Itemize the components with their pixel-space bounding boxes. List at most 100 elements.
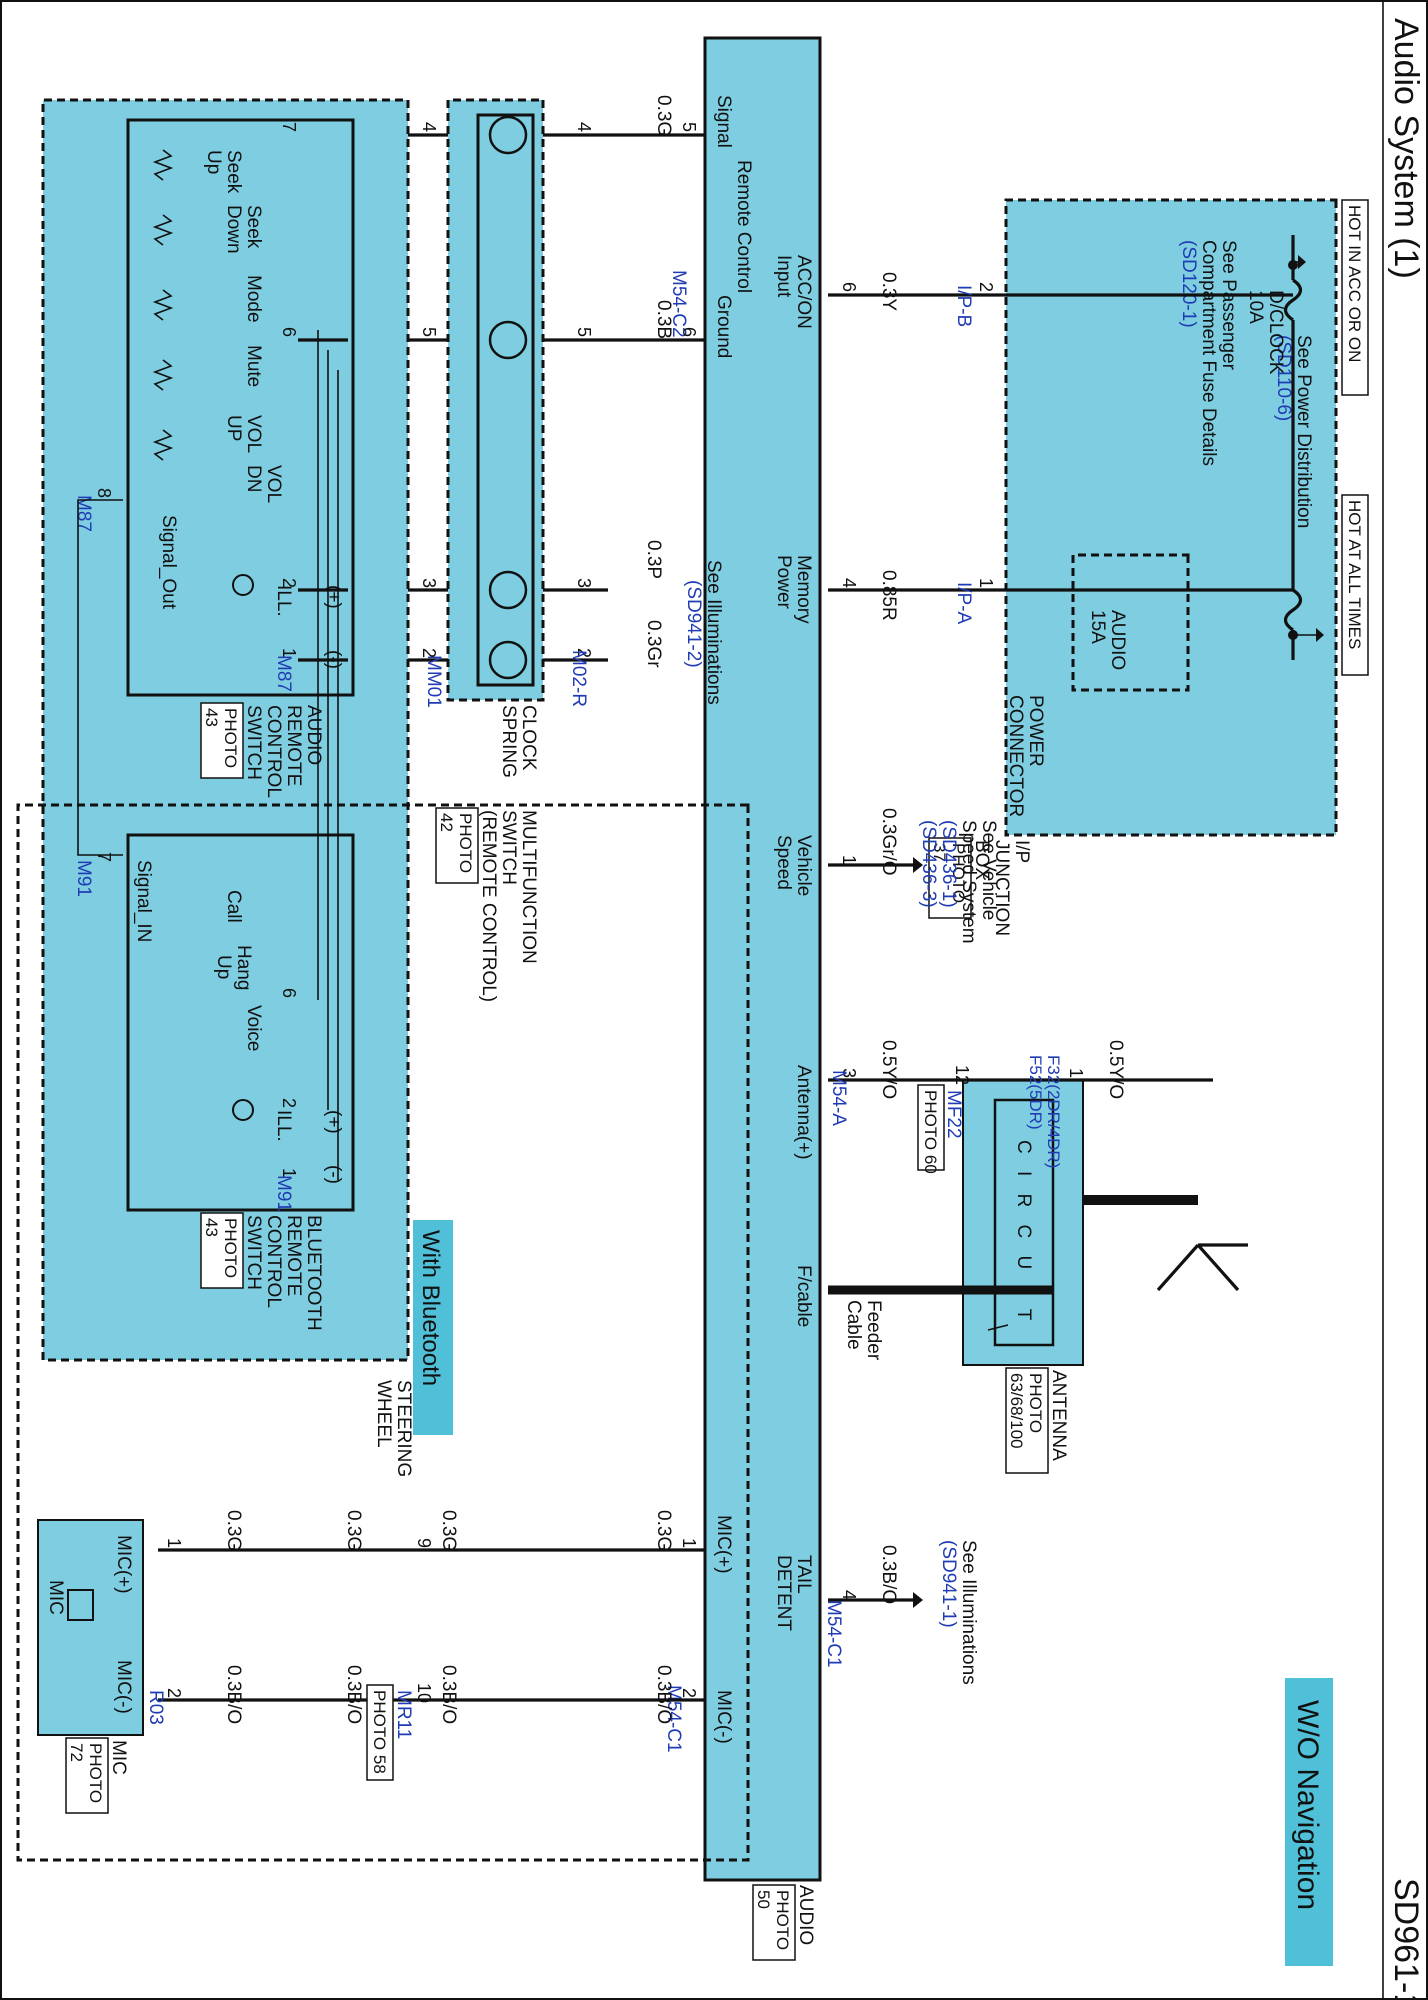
mf-photo-2: 42	[437, 813, 456, 832]
mic-name: MIC	[108, 1740, 129, 1775]
ant-pin-audio: 3	[839, 1068, 859, 1078]
clock-spring-coil-4	[488, 640, 528, 680]
mf22-photo: PHOTO 60	[921, 1090, 940, 1174]
btn-seek-up-1: Seek	[223, 150, 244, 194]
mic-pin-1: 1	[164, 1538, 184, 1548]
audio-tail-2: DETENT	[773, 1555, 794, 1631]
mem-pin-left: 1	[976, 578, 996, 588]
mic-bo-color-2: 0.3B/O	[438, 1665, 459, 1724]
conn-m54c1: M54-C1	[823, 1600, 844, 1668]
bluetooth-badge-label: With Bluetooth	[417, 1230, 444, 1386]
btn-mute: Mute	[243, 345, 264, 387]
ground-color: 0.3B	[653, 300, 674, 339]
audio-photo-1: PHOTO	[773, 1890, 792, 1950]
audio-acc-1: ACC/ON	[793, 255, 814, 329]
antenna-conn-1: F32(2DR/4DR)	[1044, 1055, 1063, 1168]
audio-micp: MIC(+)	[713, 1515, 734, 1574]
ars-pin-7: 7	[279, 122, 299, 132]
mic-audio-pin-1: 1	[679, 1538, 699, 1548]
steering-wheel-2: WHEEL	[373, 1380, 394, 1448]
ip-junction-name-3: BOX	[971, 840, 992, 880]
bt-name-3: CONTROL	[263, 1215, 284, 1308]
audio-unit	[703, 36, 822, 1882]
ip-junction-photo-1: PHOTO	[949, 843, 968, 903]
clock-spring-coil-1	[488, 115, 528, 155]
mf22-conn: MF22	[943, 1090, 964, 1139]
audio-fcable: F/cable	[793, 1265, 814, 1327]
bt-btn-up: Up	[213, 955, 234, 979]
bt-btn-hang: Hang	[233, 945, 254, 990]
ant-color-right: 0.5Y/O	[878, 1040, 899, 1099]
illum-gr-pin: 2	[574, 648, 594, 658]
mfs-pin-2: 5	[419, 327, 439, 337]
ars-pin-1: 1	[279, 648, 299, 658]
ant-pin-ant: 1	[1066, 1068, 1086, 1078]
audio-vs-1: Vehicle	[793, 835, 814, 896]
audio-remote-ill-icon	[232, 574, 254, 596]
vs-ref-1: See Vehicle	[978, 820, 999, 920]
mic-box	[37, 1519, 144, 1736]
vs-pin: 1	[839, 855, 859, 865]
btn-seek-up-2: Up	[203, 150, 224, 174]
ip-junction-box	[1004, 198, 1338, 837]
mr11-photo: PHOTO 58	[370, 1690, 389, 1774]
steering-wheel-1: STEERING	[393, 1380, 414, 1477]
power-dist-ref: See Power Distribution	[1293, 335, 1314, 528]
btn-vol-dn-2: DN	[243, 465, 264, 492]
bt-photo-1: PHOTO	[221, 1218, 240, 1278]
mic-bo-color-1: 0.3B/O	[653, 1665, 674, 1724]
audio-tail-1: TAIL	[793, 1555, 814, 1594]
btn-vol-up-1: VOL	[243, 415, 264, 453]
ars-pin-8: 8	[94, 488, 114, 498]
mic-inner-label: MIC	[45, 1580, 66, 1615]
tail-color: 0.3B/O	[878, 1545, 899, 1604]
fuse-dclock-symbol	[1283, 278, 1303, 322]
bt-btn-voice: Voice	[243, 1005, 264, 1051]
mfs-pin-3: 3	[419, 578, 439, 588]
bt-conn-2: M91	[273, 1175, 294, 1212]
antenna-icon	[1156, 1243, 1248, 1292]
conn-mm01: MM01	[423, 655, 444, 708]
mf-switch-1: MULTIFUNCTION	[518, 810, 539, 964]
mic-element-icon	[67, 1589, 94, 1621]
conn-m54c1-mic: M54-C1	[663, 1685, 684, 1753]
mic-conn: R03	[145, 1690, 166, 1725]
mic-g-color-4: 0.3G	[223, 1510, 244, 1551]
bluetooth-badge	[413, 1220, 453, 1435]
ars-photo-2: 43	[202, 708, 221, 727]
bt-plus: (+)	[323, 1110, 344, 1134]
bt-minus: (-)	[323, 1165, 344, 1184]
conn-ipb: I/P-B	[953, 285, 974, 327]
mic-photo-2: 72	[67, 1743, 86, 1762]
audio-photo-2: 50	[754, 1890, 773, 1909]
mic-g-color-2: 0.3G	[438, 1510, 459, 1551]
fuse-audio-name: AUDIO	[1107, 610, 1128, 670]
btn-vol-dn-1: VOL	[263, 465, 284, 503]
bt-name-1: BLUETOOTH	[303, 1215, 324, 1331]
mic-pin-2: 2	[164, 1688, 184, 1698]
bt-name-4: SWITCH	[243, 1215, 264, 1290]
ant-color-left: 0.5Y/O	[1105, 1040, 1126, 1099]
bt-pin-6: 6	[279, 988, 299, 998]
power-connector-1: POWER	[1025, 695, 1046, 767]
illum-p-color: 0.3P	[643, 540, 664, 579]
signal-pin-audio: 5	[679, 122, 699, 132]
illum-ref-2: (SD941-2)	[683, 580, 704, 668]
antenna-photo-2: 63/68/100	[1007, 1373, 1026, 1449]
clock-spring-coil-2	[488, 320, 528, 360]
acc-pin-right: 6	[839, 282, 859, 292]
ground-pin-clock: 5	[574, 327, 594, 337]
mic-inner-minus: MIC(-)	[113, 1660, 134, 1714]
bt-pin-1: 1	[279, 1168, 299, 1178]
btn-mode: Mode	[243, 275, 264, 323]
clock-spring-coil-3	[488, 570, 528, 610]
mfs-pin-4: 2	[419, 648, 439, 658]
audio-micn: MIC(-)	[713, 1690, 734, 1744]
ip-junction-photo-2: 37	[930, 843, 949, 862]
conn-m54c2: M54-C2	[668, 270, 689, 338]
mic-g-color-3: 0.3G	[343, 1510, 364, 1551]
mic-bo-color-4: 0.3B/O	[223, 1665, 244, 1724]
btn-seek-down-1: Seek	[243, 205, 264, 249]
clock-spring-name-1: CLOCK	[518, 705, 539, 771]
